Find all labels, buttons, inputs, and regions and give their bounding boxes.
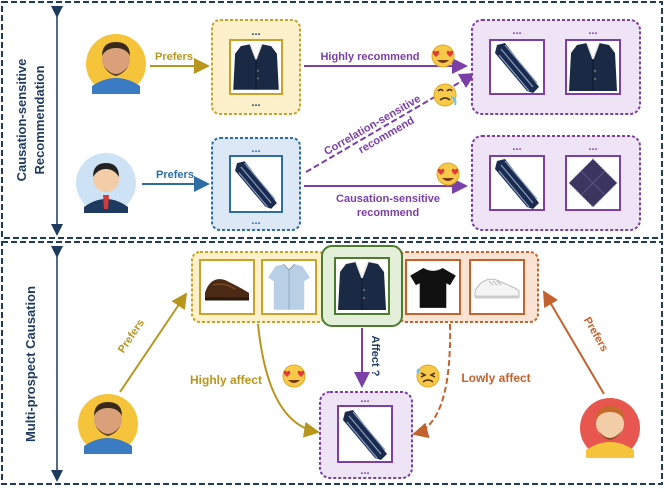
prefers-label-2: Prefers: [156, 169, 194, 181]
prefers-arrow-4: [542, 290, 605, 395]
prefers-label-3: Prefers: [116, 317, 147, 355]
highly-recommend-label: Highly recommend: [320, 51, 419, 63]
affect-question-label: Affect ?: [369, 336, 381, 377]
history-card-user-2: ... ...: [211, 137, 301, 231]
recommendation-card-2: ... ...: [471, 135, 641, 231]
dots-top: ...: [588, 25, 597, 37]
top-section-frame: [1, 1, 663, 239]
dots-top: ...: [251, 26, 260, 38]
sweat-emoji-icon: [415, 364, 440, 388]
bottom-label: Multi-prospect Causation: [23, 286, 38, 442]
dizzy-emoji-icon: [433, 83, 457, 107]
highly-affect-label: Highly affect: [190, 373, 262, 387]
dots-top: ...: [512, 141, 521, 153]
recommendation-card-1: ... ...: [471, 19, 641, 115]
dots-bottom: ...: [251, 97, 260, 109]
causation-label-line2: recommend: [357, 207, 419, 219]
avatar-user-4: [580, 398, 640, 458]
target-item-card: [321, 245, 403, 327]
history-row-right: [397, 251, 539, 323]
prefers-label-1: Prefers: [155, 51, 193, 63]
heart-eyes-emoji-icon: [282, 364, 306, 388]
heart-eyes-emoji-icon: [431, 44, 455, 68]
shirt-icon: [267, 263, 311, 311]
dots-top: ...: [251, 143, 260, 155]
heart-eyes-emoji-icon: [436, 162, 460, 186]
prefers-label-4: Prefers: [581, 315, 610, 354]
history-card-user-1: ... ...: [211, 19, 301, 115]
dots-top: ...: [360, 393, 369, 405]
avatar-user-3: [78, 394, 138, 454]
history-row-left: [191, 251, 327, 323]
avatar-user-1: [86, 34, 146, 94]
prefers-arrow-3: [119, 292, 188, 393]
lowly-affect-arrow: [412, 323, 452, 439]
top-label-line2: Recommendation: [32, 65, 47, 174]
dots-bottom: ...: [360, 465, 369, 477]
bottom-section-frame: [1, 241, 663, 485]
highly-affect-arrow: [257, 323, 320, 438]
top-label-line1: Causation-sensitive: [14, 59, 29, 182]
avatar-user-2: [76, 153, 136, 213]
target-recommendation-card: ... ...: [319, 391, 413, 479]
causation-label-line1: Causation-sensitive: [336, 193, 440, 205]
dots-top: ...: [512, 25, 521, 37]
lowly-affect-label: Lowly affect: [461, 371, 530, 385]
dots-bottom: ...: [251, 215, 260, 227]
dots-top: ...: [588, 141, 597, 153]
